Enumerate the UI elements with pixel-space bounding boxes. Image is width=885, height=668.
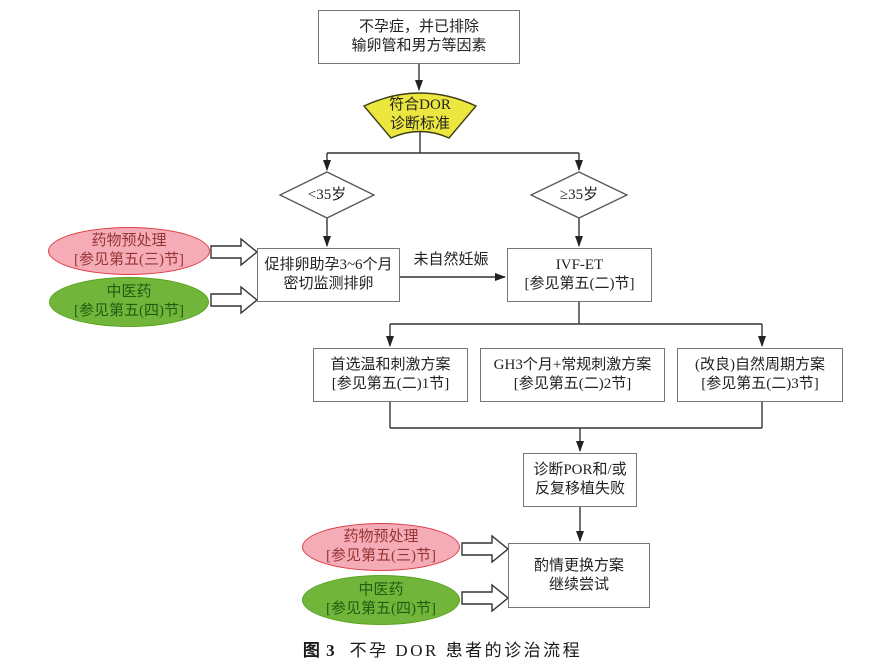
connectors (323, 63, 766, 542)
plan-mild-line1: 首选温和刺激方案 (330, 357, 451, 373)
figure-caption-label: 图 3 (302, 641, 336, 660)
ovulation-line2: 密切监测排卵 (283, 276, 374, 292)
tcm-bottom-line1: 中医药 (358, 582, 404, 598)
node-ovulation-induction: 促排卵助孕3~6个月 密切监测排卵 (257, 248, 400, 302)
diamond-age-lt35 (278, 171, 376, 219)
node-por: 诊断POR和/或 反复移植失败 (523, 453, 637, 507)
por-line2: 反复移植失败 (534, 481, 625, 497)
node-start: 不孕症，并已排除 输卵管和男方等因素 (318, 10, 520, 64)
block-arrows (210, 237, 510, 613)
ovulation-line1: 促排卵助孕3~6个月 (264, 257, 393, 273)
node-tcm-bottom: 中医药 [参见第五(四)节] (302, 575, 460, 625)
criteria-fan-shape (362, 92, 478, 139)
por-line1: 诊断POR和/或 (533, 462, 627, 478)
node-ivf-et: IVF-ET [参见第五(二)节] (507, 248, 652, 302)
tcm-top-line1: 中医药 (106, 284, 152, 300)
switch-plan-line1: 酌情更换方案 (533, 557, 624, 574)
node-plan-gh: GH3个月+常规刺激方案 [参见第五(二)2节] (480, 348, 665, 402)
node-plan-natural: (改良)自然周期方案 [参见第五(二)3节] (677, 348, 843, 402)
drug-pretreat-top-line2: [参见第五(三)节] (74, 252, 184, 268)
node-switch-plan: 酌情更换方案 继续尝试 (508, 543, 650, 608)
diamond-age-ge35 (529, 171, 629, 219)
switch-plan-line2: 继续尝试 (548, 576, 609, 593)
age-ge35-label: ≥35岁 (559, 186, 599, 203)
figure-caption: 图 3 不孕 DOR 患者的诊治流程 (0, 636, 885, 661)
node-age-lt35: <35岁 (280, 186, 374, 204)
block-arrow-tcm-bottom (461, 583, 510, 613)
tcm-top-line2: [参见第五(四)节] (74, 303, 184, 319)
node-criteria-line1: 符合DOR (389, 97, 451, 113)
drug-pretreat-bottom-line2: [参见第五(三)节] (326, 548, 436, 564)
node-criteria: 符合DOR 诊断标准 (363, 95, 477, 135)
node-start-line2: 输卵管和男方等因素 (351, 38, 487, 54)
node-age-ge35: ≥35岁 (531, 186, 627, 204)
plan-natural-line1: (改良)自然周期方案 (695, 357, 825, 373)
block-arrow-drug-top (210, 237, 259, 267)
ivf-line1: IVF-ET (555, 257, 604, 273)
drug-pretreat-bottom-line1: 药物预处理 (343, 529, 419, 545)
node-tcm-top: 中医药 [参见第五(四)节] (49, 277, 209, 327)
node-plan-mild: 首选温和刺激方案 [参见第五(二)1节] (313, 348, 468, 402)
plan-gh-line2: [参见第五(二)2节] (513, 376, 632, 392)
plan-mild-line2: [参见第五(二)1节] (331, 376, 450, 392)
figure-caption-title: 不孕 DOR 患者的诊治流程 (349, 641, 583, 660)
node-criteria-line2: 诊断标准 (389, 116, 450, 132)
plan-gh-line1: GH3个月+常规刺激方案 (493, 357, 652, 373)
block-arrow-tcm-top (210, 285, 259, 315)
plan-natural-line2: [参见第五(二)3节] (701, 376, 819, 392)
ivf-line2: [参见第五(二)节] (524, 276, 635, 292)
label-no-natural-pregnancy: 未自然妊娠 (405, 252, 497, 269)
node-drug-pretreat-top: 药物预处理 [参见第五(三)节] (48, 227, 210, 275)
node-start-line1: 不孕症，并已排除 (358, 19, 479, 35)
node-drug-pretreat-bottom: 药物预处理 [参见第五(三)节] (302, 523, 460, 571)
age-lt35-label: <35岁 (307, 186, 347, 203)
drug-pretreat-top-line1: 药物预处理 (91, 233, 167, 249)
block-arrow-drug-bottom (461, 534, 510, 564)
no-natural-pregnancy-text: 未自然妊娠 (413, 252, 489, 268)
tcm-bottom-line2: [参见第五(四)节] (326, 601, 436, 617)
